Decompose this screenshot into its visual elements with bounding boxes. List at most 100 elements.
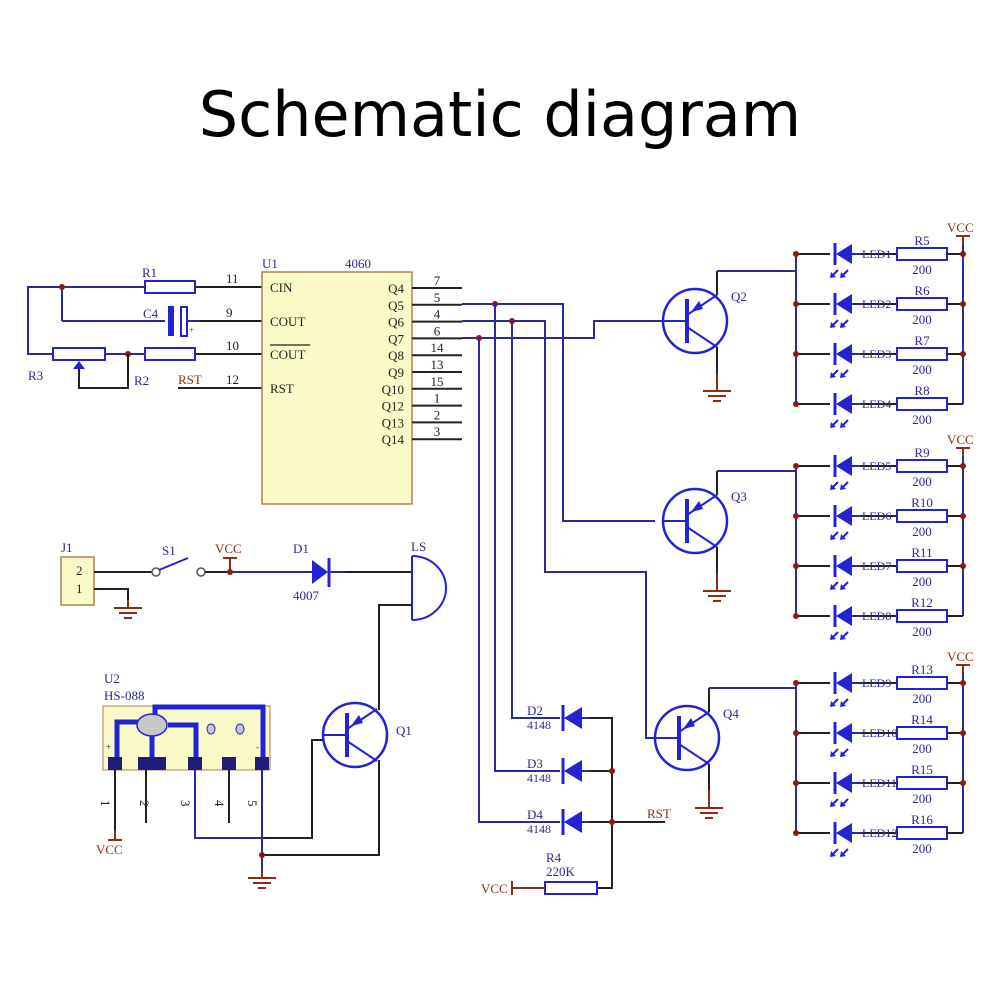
label-r1: R1 xyxy=(142,265,157,280)
label-r8: R8 xyxy=(914,383,929,398)
j1-pin-1: 1 xyxy=(76,581,83,596)
label-r2: R2 xyxy=(134,373,149,388)
u2-part: HS-088 xyxy=(104,688,144,703)
u2-pin-2: 2 xyxy=(137,800,152,807)
label-value: 200 xyxy=(912,362,932,377)
label-led2: LED2 xyxy=(862,297,891,311)
u1-pin-num: 13 xyxy=(431,357,444,372)
u1-pin-rst: RST xyxy=(270,381,294,396)
label-d4: D4 xyxy=(527,807,543,822)
label-s1: S1 xyxy=(162,543,176,558)
u1-pin-num: 2 xyxy=(434,407,441,422)
label-r11: R11 xyxy=(911,545,932,560)
resistor-r16 xyxy=(896,826,948,840)
u1-pin-num: 12 xyxy=(226,372,239,387)
u1-ref: U1 xyxy=(262,256,278,271)
label-r13: R13 xyxy=(911,662,933,677)
transistor-q1 xyxy=(321,701,389,769)
resistor-r14 xyxy=(896,726,948,740)
resistor-r13 xyxy=(896,676,948,690)
u1-pin-cout: COUT xyxy=(270,314,305,329)
led-icon xyxy=(828,453,854,492)
vcc-label-u2: VCC xyxy=(96,842,123,857)
label-d3: D3 xyxy=(527,756,543,771)
connector-j1 xyxy=(60,556,95,606)
u1-pin-q6: Q6 xyxy=(388,315,404,330)
led-row-led5: LED5 R9 200 xyxy=(793,445,966,492)
transistor-q2: Q2 xyxy=(661,270,796,402)
led-icon xyxy=(828,770,854,809)
led-bank-3: VCCLED9R13200LED10R14200LED11R15200LED12… xyxy=(793,649,974,859)
led-icon xyxy=(828,670,854,709)
resistor-r8 xyxy=(896,397,948,411)
label-part: 4148 xyxy=(527,771,551,785)
u1-pin-num: 3 xyxy=(434,424,441,439)
led-icon xyxy=(828,241,854,280)
svg-text:+: + xyxy=(189,325,194,335)
label-value: 200 xyxy=(912,474,932,489)
label-value: 200 xyxy=(912,412,932,427)
potentiometer-r3 xyxy=(52,347,106,361)
vcc-label-s1: VCC xyxy=(215,541,242,556)
led-icon xyxy=(828,603,854,642)
u2-pin-3: 3 xyxy=(178,800,193,807)
u2-plus: + xyxy=(106,742,111,752)
label-r4-value: 220K xyxy=(546,864,576,879)
resistor-r5 xyxy=(896,247,948,261)
vcc-label: VCC xyxy=(947,220,974,235)
u1-pin-q7: Q7 xyxy=(388,331,404,346)
label-r16: R16 xyxy=(911,812,933,827)
u1-pin-num: 9 xyxy=(226,305,233,320)
u1-pin-num: 4 xyxy=(434,307,441,322)
resistor-r6 xyxy=(896,297,948,311)
u1-pin-cin: CIN xyxy=(270,280,293,295)
label-value: 200 xyxy=(912,741,932,756)
power-input: J1 2 1 S1 VCC D1 4007 LS xyxy=(60,539,447,710)
u1-pin-q9: Q9 xyxy=(388,365,404,380)
label-d1-part: 4007 xyxy=(293,588,320,603)
net-rst-label-2: RST xyxy=(647,806,671,821)
net-rst-label: RST xyxy=(178,372,202,387)
u1-pin-num: 10 xyxy=(226,338,239,353)
transistor-q4: Q4 xyxy=(653,687,796,819)
switch-s1 xyxy=(151,567,161,577)
led-icon xyxy=(828,291,854,330)
label-r9: R9 xyxy=(914,445,929,460)
u1-pin-q4: Q4 xyxy=(388,281,404,296)
label-r3: R3 xyxy=(28,368,43,383)
label-led5: LED5 xyxy=(862,459,891,473)
resistor-r10 xyxy=(896,509,948,523)
label-led6: LED6 xyxy=(862,509,891,523)
label-r7: R7 xyxy=(914,333,930,348)
resistor-r1 xyxy=(144,280,196,294)
resistor-r9 xyxy=(896,459,948,473)
timing-network: + R1 C4 R2 R3 RST xyxy=(27,265,262,389)
led-icon xyxy=(828,820,854,859)
u2-pad xyxy=(108,757,122,770)
u2-pin-1: 1 xyxy=(98,800,113,807)
u1-pin-q12: Q12 xyxy=(382,399,404,414)
diode-d1 xyxy=(312,560,328,584)
label-r12: R12 xyxy=(911,595,933,610)
label-r14: R14 xyxy=(911,712,933,727)
u1-pin-num: 6 xyxy=(434,323,441,338)
capacitor-c4 xyxy=(168,306,174,336)
label-r5: R5 xyxy=(914,233,929,248)
buzzer-ls xyxy=(411,555,447,621)
u1-pin-num: 11 xyxy=(226,271,239,286)
led-icon xyxy=(828,720,854,759)
u2-pin-4: 4 xyxy=(212,800,227,807)
label-r10: R10 xyxy=(911,495,933,510)
label-led9: LED9 xyxy=(862,676,891,690)
